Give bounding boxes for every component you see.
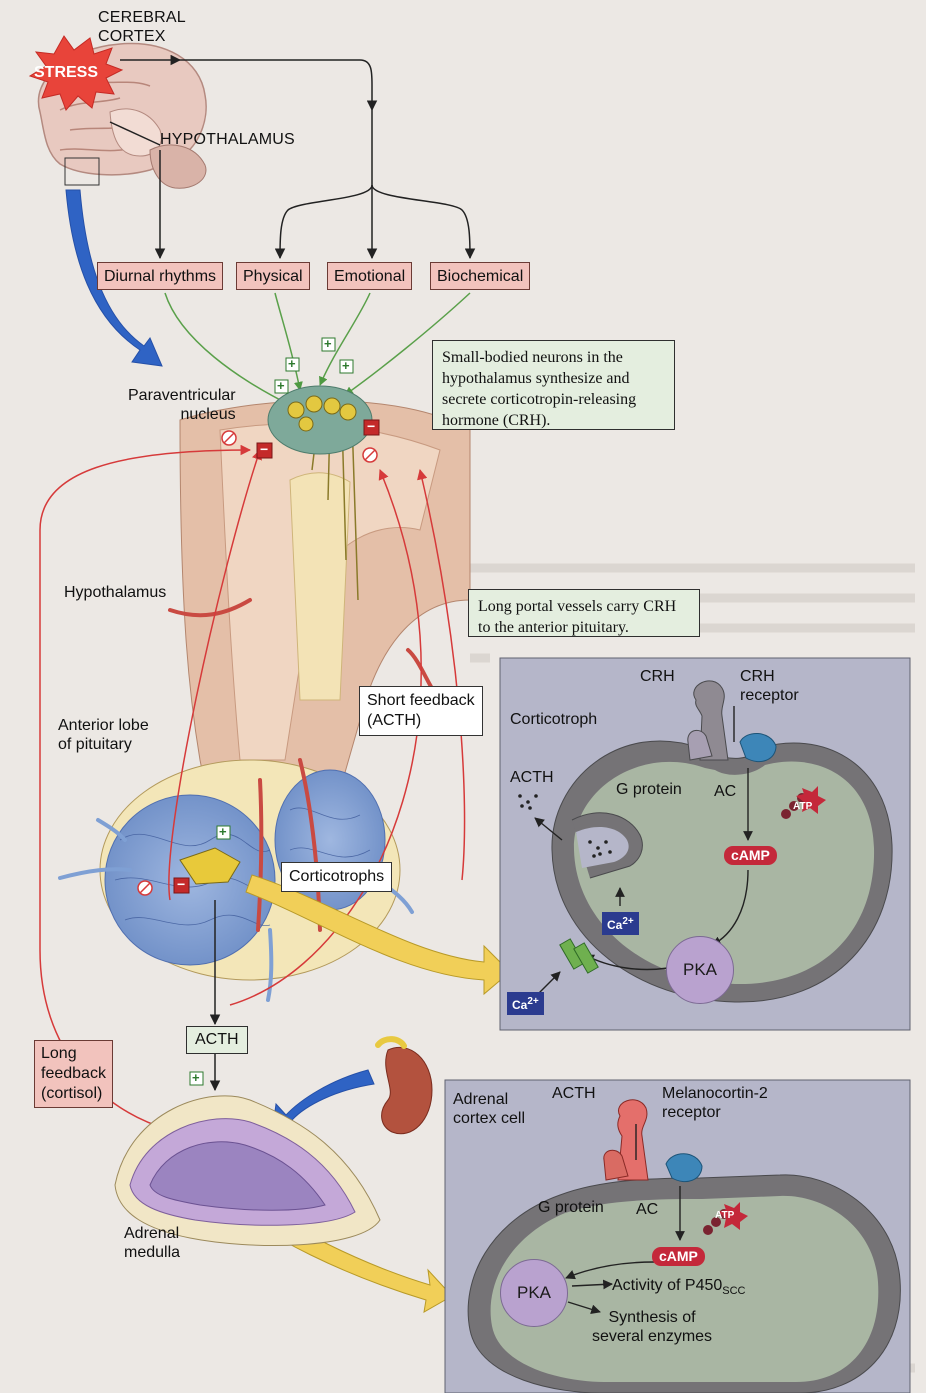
adrenal-acth-label: ACTH	[552, 1084, 596, 1103]
plus-sign: +	[277, 376, 285, 395]
corticotroph-ca-extracellular: Ca2+	[507, 992, 544, 1015]
hypothalamus-caps-label: HYPOTHALAMUS	[160, 130, 295, 149]
corticotroph-ac-label: AC	[714, 782, 736, 801]
hypothalamus-label: Hypothalamus	[64, 583, 166, 602]
minus-sign: −	[260, 440, 268, 459]
anterior-lobe-label: Anterior lobe of pituitary	[58, 716, 149, 754]
corticotroph-acth-label: ACTH	[510, 768, 554, 787]
p450-activity-sub: SCC	[722, 1285, 745, 1297]
long-feedback-box: Long feedback (cortisol)	[34, 1040, 113, 1108]
adrenal-camp: cAMP	[652, 1247, 705, 1266]
crh-label: CRH	[640, 667, 675, 686]
acth-box: ACTH	[186, 1026, 248, 1054]
adrenal-medulla-label: Adrenal medulla	[124, 1224, 180, 1262]
melanocortin-receptor-label: Melanocortin-2 receptor	[662, 1084, 768, 1122]
paraventricular-nucleus-label: Paraventricular nucleus	[128, 386, 236, 424]
corticotroph-camp: cAMP	[724, 846, 777, 865]
adrenal-atp-label: ATP	[715, 1206, 734, 1225]
portal-vessels-note: Long portal vessels carry CRH to the ant…	[468, 589, 700, 637]
minus-sign: −	[177, 875, 185, 894]
adrenal-pka: PKA	[500, 1259, 568, 1327]
plus-sign: +	[342, 356, 350, 375]
plus-sign: +	[219, 822, 227, 841]
ca-symbol: Ca	[512, 998, 527, 1012]
corticotrophs-box: Corticotrophs	[281, 862, 392, 892]
ca-symbol: Ca	[607, 918, 622, 932]
corticotroph-pka: PKA	[666, 936, 734, 1004]
adrenal-ac-label: AC	[636, 1200, 658, 1219]
corticotroph-atp-label: ATP	[793, 797, 812, 816]
ca-charge: 2+	[622, 916, 633, 927]
input-emotional: Emotional	[327, 262, 412, 290]
crh-neuron-note: Small-bodied neurons in the hypothalamus…	[432, 340, 675, 430]
adrenal-cortex-cell-label: Adrenal cortex cell	[453, 1090, 525, 1128]
minus-sign: −	[367, 417, 375, 436]
input-diurnal-rhythms: Diurnal rhythms	[97, 262, 223, 290]
input-biochemical: Biochemical	[430, 262, 530, 290]
corticotroph-ca-intracellular: Ca2+	[602, 912, 639, 935]
plus-sign: +	[288, 354, 296, 373]
corticotroph-cell-label: Corticotroph	[510, 710, 597, 729]
p450-activity-label: Activity of P450SCC	[612, 1276, 746, 1301]
crh-receptor-label: CRH receptor	[740, 667, 799, 705]
stress-label: STRESS	[34, 63, 98, 82]
corticotroph-g-protein-label: G protein	[616, 780, 682, 799]
cerebral-cortex-label: CEREBRAL CORTEX	[98, 8, 186, 46]
adrenal-g-protein-label: G protein	[538, 1198, 604, 1217]
plus-sign: +	[192, 1068, 200, 1087]
short-feedback-box: Short feedback (ACTH)	[359, 686, 483, 736]
p450-activity-text: Activity of P450	[612, 1277, 722, 1294]
ca-charge: 2+	[527, 996, 538, 1007]
enzyme-synthesis-label: Synthesis of several enzymes	[592, 1308, 712, 1346]
input-physical: Physical	[236, 262, 310, 290]
plus-sign: +	[324, 334, 332, 353]
